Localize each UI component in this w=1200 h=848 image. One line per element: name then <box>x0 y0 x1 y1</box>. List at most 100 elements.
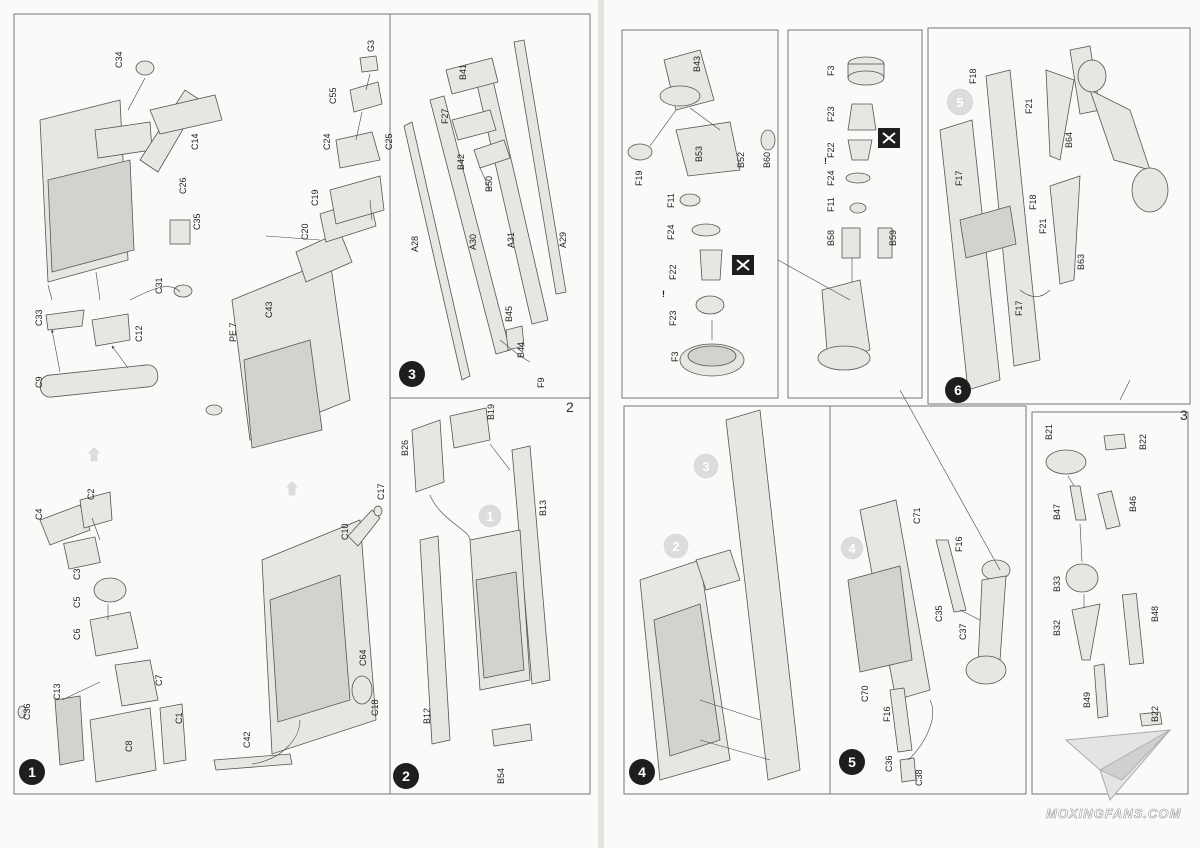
no-glue-icon-cross <box>736 259 750 271</box>
part-label: B49 <box>1082 692 1092 708</box>
part-label: B32 <box>1052 620 1062 636</box>
part-label: F18 <box>1028 194 1038 210</box>
part-label: C36 <box>884 755 894 772</box>
part-label: C24 <box>322 133 332 150</box>
svg-text:2: 2 <box>672 539 679 554</box>
step-badge-2: 2 <box>393 763 419 789</box>
part-label: C8 <box>124 740 134 752</box>
part-label: C33 <box>34 309 44 326</box>
sub-step-a-assembly <box>627 49 776 377</box>
svg-text:2: 2 <box>402 768 410 784</box>
part-label: C35 <box>934 605 944 622</box>
connector-line <box>1119 379 1131 401</box>
part-label: F3 <box>826 65 836 76</box>
part-label: F27 <box>440 108 450 124</box>
part-label: C37 <box>958 623 968 640</box>
part-label: B22 <box>1150 706 1160 722</box>
part-label: C3 <box>72 568 82 580</box>
part-label: F16 <box>882 706 892 722</box>
part-label: A29 <box>558 232 568 248</box>
part-label: C19 <box>310 189 320 206</box>
part-label: B53 <box>694 146 704 162</box>
svg-text:4: 4 <box>638 764 646 780</box>
svg-text:1: 1 <box>486 509 493 524</box>
part-label: F17 <box>1014 300 1024 316</box>
step-badge-6: 6 <box>945 377 971 403</box>
part-label: B59 <box>888 230 898 246</box>
svg-text:6: 6 <box>954 382 962 398</box>
step-3-assembly <box>403 39 567 381</box>
sub-step-c-assembly <box>1045 433 1163 727</box>
part-label: A28 <box>410 236 420 252</box>
svg-text:5: 5 <box>848 754 856 770</box>
part-label: C34 <box>114 51 124 68</box>
part-label: B42 <box>456 154 466 170</box>
part-label: C10 <box>340 523 350 540</box>
connector-line <box>899 389 1001 571</box>
part-label: C4 <box>34 508 44 520</box>
step-6-assembly <box>939 45 1169 391</box>
part-label: F21 <box>1038 218 1048 234</box>
part-label: PE 7 <box>228 322 238 342</box>
part-label: C35 <box>192 213 202 230</box>
part-label: C42 <box>242 731 252 748</box>
part-label: G3 <box>366 40 376 52</box>
part-label: C55 <box>328 87 338 104</box>
part-label: C12 <box>134 325 144 342</box>
sub-step-b-frame <box>787 29 923 399</box>
part-label: B45 <box>504 306 514 322</box>
step-badge-3: 3 <box>399 361 425 387</box>
sub-step-b-assembly <box>817 56 893 371</box>
part-label: B19 <box>486 404 496 420</box>
part-label: F24 <box>666 224 676 240</box>
part-label: F11 <box>666 193 676 208</box>
sub-step-a-frame <box>621 29 779 399</box>
svg-text:3: 3 <box>408 366 416 382</box>
part-label: F21 <box>1024 98 1034 114</box>
watermark-logo <box>1064 729 1172 801</box>
part-label: C14 <box>190 133 200 150</box>
step-2-frame <box>389 397 591 795</box>
part-label: F22 <box>826 142 836 158</box>
part-label: F23 <box>826 106 836 122</box>
svg-text:5: 5 <box>956 95 963 110</box>
part-label: A30 <box>468 234 478 250</box>
step-5-assembly <box>847 499 1011 783</box>
part-label: F24 <box>826 170 836 186</box>
part-label: A31 <box>506 232 516 248</box>
part-label: C31 <box>154 277 164 294</box>
part-label: F23 <box>668 310 678 326</box>
part-label: B43 <box>692 56 702 72</box>
part-label: B21 <box>1044 424 1054 440</box>
part-label: C18 <box>370 699 380 716</box>
svg-text:3: 3 <box>702 459 709 474</box>
part-label: B46 <box>1128 496 1138 512</box>
part-label: B12 <box>422 708 432 724</box>
part-label: C6 <box>72 628 82 640</box>
part-label: B47 <box>1052 504 1062 520</box>
assembly-arrow-icon <box>282 479 302 497</box>
part-label: C1 <box>174 712 184 724</box>
part-labels: C36 C13 C8 C1 C7 C6 C5 C3 C4 C2 C9 C33 C… <box>22 40 1160 786</box>
part-label: B50 <box>484 176 494 192</box>
part-label: B33 <box>1052 576 1062 592</box>
part-label: F16 <box>954 536 964 552</box>
part-label: B60 <box>762 152 772 168</box>
part-label: C64 <box>358 649 368 666</box>
part-label: C13 <box>52 683 62 700</box>
exclamation-icon: ! <box>824 156 827 166</box>
ref-badge-1: 1 <box>477 503 503 529</box>
step-1-assembly <box>17 55 385 783</box>
part-label: C20 <box>300 223 310 240</box>
svg-text:4: 4 <box>848 541 856 556</box>
part-label: C38 <box>914 769 924 786</box>
part-label: C71 <box>912 507 922 524</box>
part-label: C2 <box>86 488 96 500</box>
part-label: B13 <box>538 500 548 516</box>
part-label: C70 <box>860 685 870 702</box>
part-label: F3 <box>670 351 680 362</box>
step-4-assembly <box>639 409 801 781</box>
ref-badge-5: 5 <box>945 87 975 117</box>
part-label: F17 <box>954 170 964 186</box>
